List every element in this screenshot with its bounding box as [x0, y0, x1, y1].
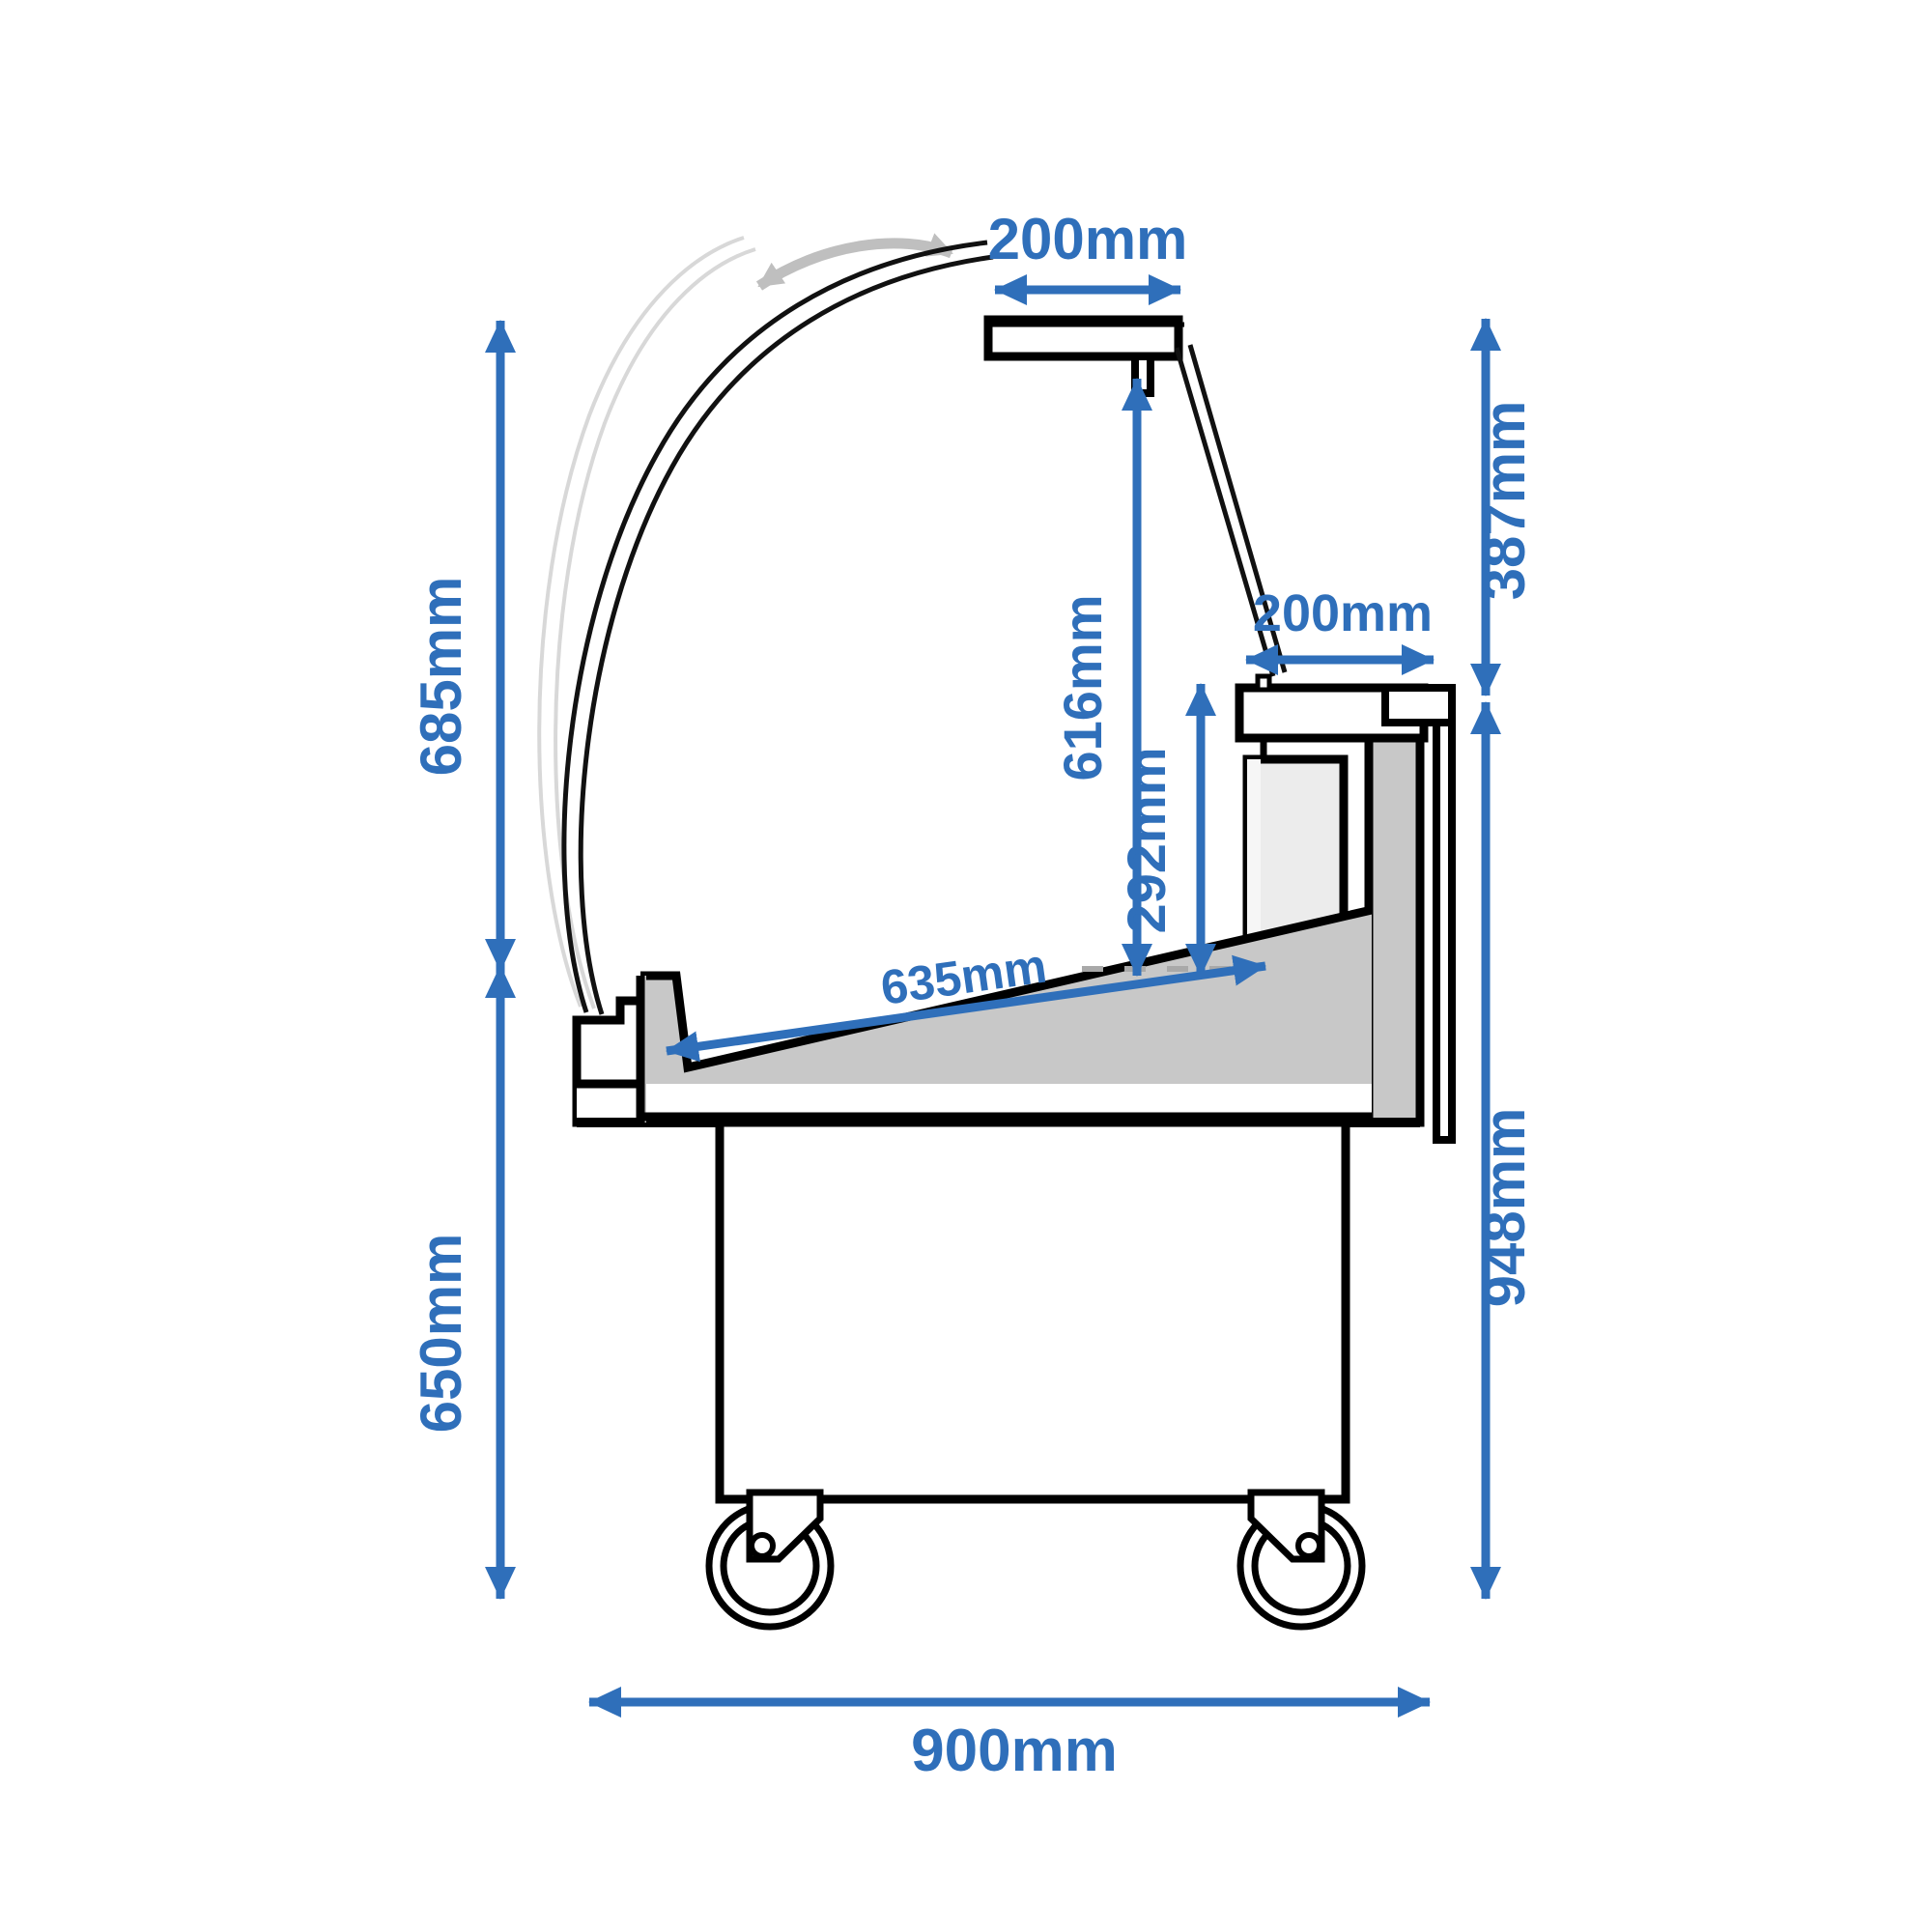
dimension-200mm-rear: 200mm: [1245, 584, 1435, 675]
glass-ghost-open-position: [537, 236, 756, 1009]
dimension-948mm: 948mm: [1470, 701, 1537, 1600]
dimension-label-387mm: 387mm: [1472, 401, 1537, 601]
dimension-layer: 685mm 650mm 200mm 200mm 616mm 292mm: [409, 207, 1537, 1784]
curved-front-glass: [561, 240, 994, 1015]
dimension-200mm-top: 200mm: [988, 207, 1188, 305]
dimension-616mm: 616mm: [1052, 378, 1152, 977]
dimension-label-616mm: 616mm: [1052, 594, 1113, 781]
dimension-650mm: 650mm: [409, 965, 516, 1600]
dimension-685mm: 685mm: [409, 320, 516, 972]
dimension-387mm: 387mm: [1470, 318, 1537, 696]
rear-outer-skin: [1433, 684, 1456, 1144]
machine-geometry: [537, 233, 1456, 1631]
dimension-label-200mm-top: 200mm: [988, 207, 1188, 271]
dimension-label-650mm: 650mm: [409, 1234, 473, 1434]
dimension-label-200mm-rear: 200mm: [1253, 584, 1433, 642]
dimension-label-292mm: 292mm: [1116, 747, 1177, 933]
dimension-label-685mm: 685mm: [409, 577, 473, 777]
counter-assembly: [572, 905, 1420, 1127]
rear-wall-column: [1364, 700, 1425, 1127]
top-glass-plate: [983, 315, 1184, 397]
rear-glass-panel: [1174, 344, 1288, 677]
glass-swing-arc-arrow: [755, 233, 953, 291]
caster-left: [705, 1489, 835, 1631]
base-cabinet: [715, 1118, 1350, 1504]
caster-right: [1236, 1489, 1366, 1631]
dimension-label-900mm: 900mm: [911, 1718, 1118, 1784]
dimension-900mm: 900mm: [588, 1687, 1431, 1784]
dimension-label-948mm: 948mm: [1472, 1108, 1537, 1308]
dimension-292mm: 292mm: [1116, 683, 1216, 977]
